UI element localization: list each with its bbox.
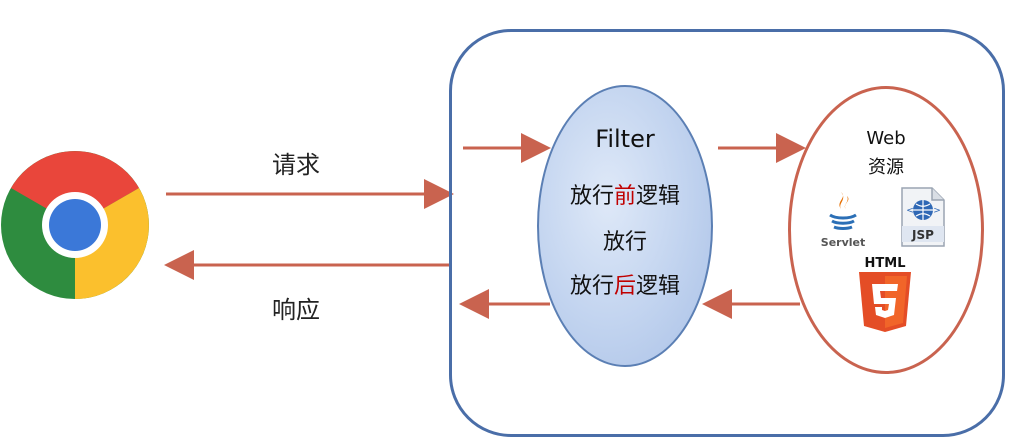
svg-text:>: > [933,206,941,216]
server-container [449,29,1005,437]
filter-pre-logic: 放行前逻辑 [569,184,681,209]
filter-ellipse [537,85,713,367]
filter-post-logic: 放行后逻辑 [569,274,681,299]
web-title-line1: Web [866,128,906,149]
servlet-label: Servlet [821,236,865,249]
html5-icon: HTML [859,256,911,332]
filter-title: Filter [595,125,655,153]
filter-pass: 放行 [602,230,647,255]
html-label: HTML [865,256,906,271]
chrome-icon [1,151,149,299]
response-label: 响应 [272,296,320,324]
svg-text:<: < [906,206,914,216]
jsp-icon: < > JSP [901,187,945,247]
request-label: 请求 [272,151,320,179]
java-icon: Servlet [821,192,865,249]
jsp-label: JSP [911,228,934,242]
web-title-line2: 资源 [868,157,904,178]
